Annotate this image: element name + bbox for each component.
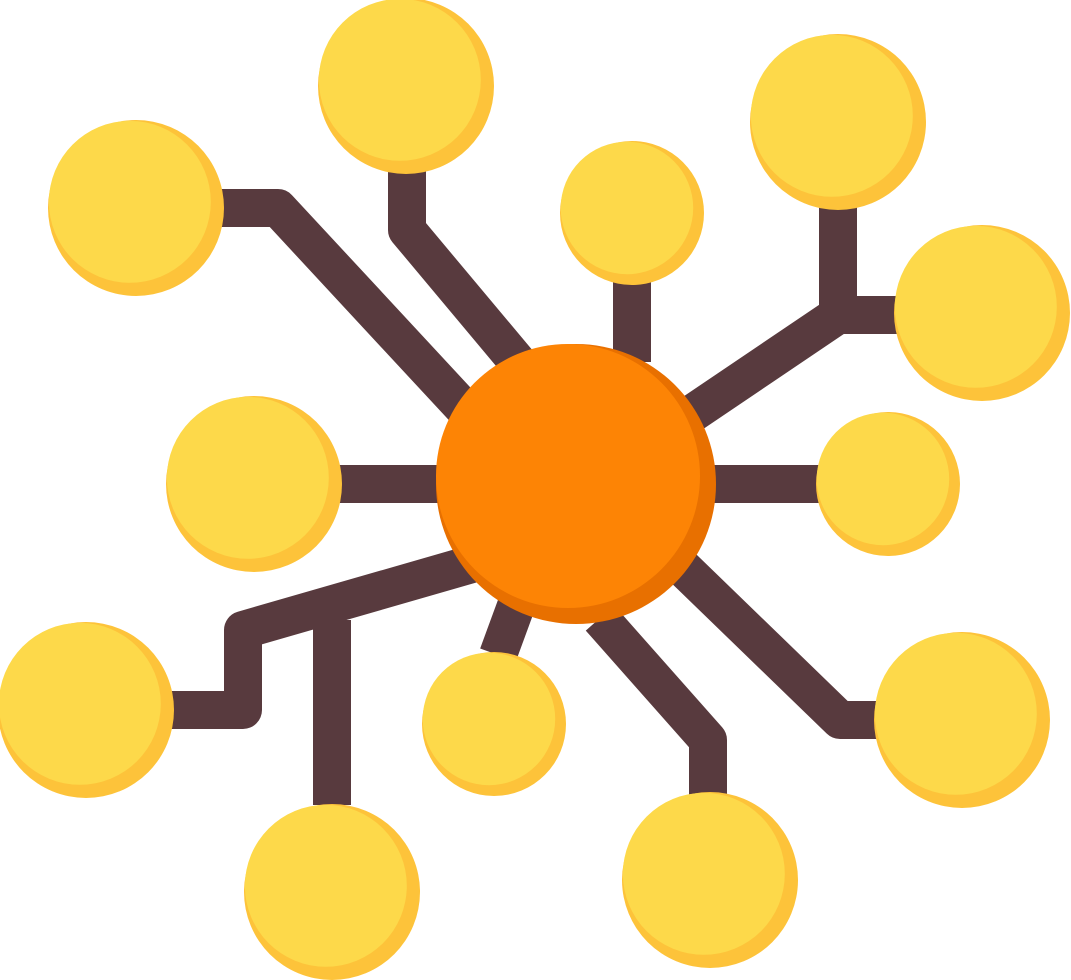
- node-bottom-right-fill: [622, 792, 785, 955]
- node-right: [816, 412, 960, 556]
- connector-lower-left: [170, 545, 478, 729]
- node-lower-right: [874, 632, 1050, 808]
- node-lower-left: [0, 622, 174, 798]
- node-bottom-left: [244, 804, 420, 980]
- node-top-left-fill: [48, 120, 211, 283]
- node-bottom-center-fill: [422, 652, 556, 786]
- node-left-fill: [166, 396, 329, 559]
- connector-top-left: [215, 189, 484, 428]
- connector-top-right: [679, 200, 857, 431]
- node-lower-right-fill: [874, 632, 1037, 795]
- node-top-fill: [318, 0, 481, 161]
- node-bottom-center: [422, 652, 566, 796]
- connector-lines: [170, 165, 900, 805]
- node-top-center-fill: [560, 141, 694, 275]
- node-bottom-left-fill: [244, 804, 407, 967]
- node-top-left: [48, 120, 224, 296]
- connector-bottom-right: [585, 605, 727, 805]
- central-hub: [436, 344, 716, 624]
- connector-top: [388, 165, 535, 378]
- node-bottom-right: [622, 792, 798, 968]
- connector-lower-right: [666, 551, 878, 739]
- node-right-upper-fill: [894, 225, 1057, 388]
- node-right-upper: [894, 225, 1070, 401]
- node-lower-left-fill: [0, 622, 161, 785]
- node-top-right-fill: [750, 34, 913, 197]
- node-left: [166, 396, 342, 572]
- node-top: [318, 0, 494, 174]
- node-top-center: [560, 141, 704, 285]
- node-top-right: [750, 34, 926, 210]
- central-hub-fill: [436, 344, 700, 608]
- node-right-fill: [816, 412, 950, 546]
